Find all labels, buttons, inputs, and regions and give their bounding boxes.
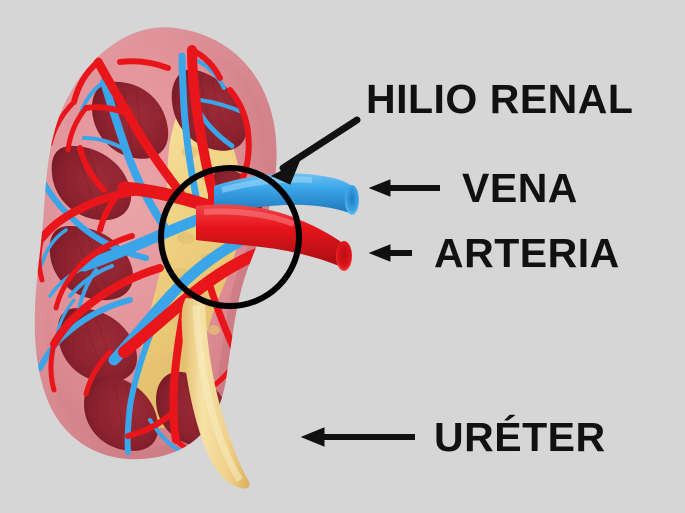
renal-artery-cut-end [336,241,352,271]
renal-vein-cut-end [345,185,359,215]
label-hilio-renal: HILIO RENAL [366,76,634,122]
label-vena: VENA [462,165,578,211]
renal-artery-body [196,204,344,268]
hilio-renal-arrow [270,116,361,185]
ureter-highlight [192,305,243,482]
ureter-arrow [300,427,415,447]
kidney-body [34,27,277,460]
ureter [181,298,250,489]
arteria-arrow [368,244,412,262]
annotation-arrows [270,116,440,447]
vena-arrow [368,179,440,197]
label-arteria: ARTERIA [434,230,620,276]
label-ureter: URÉTER [434,414,606,460]
hilum-highlight-circle [158,165,302,309]
renal-artery-trunk [196,204,352,271]
artery-specular-highlight [203,208,296,227]
